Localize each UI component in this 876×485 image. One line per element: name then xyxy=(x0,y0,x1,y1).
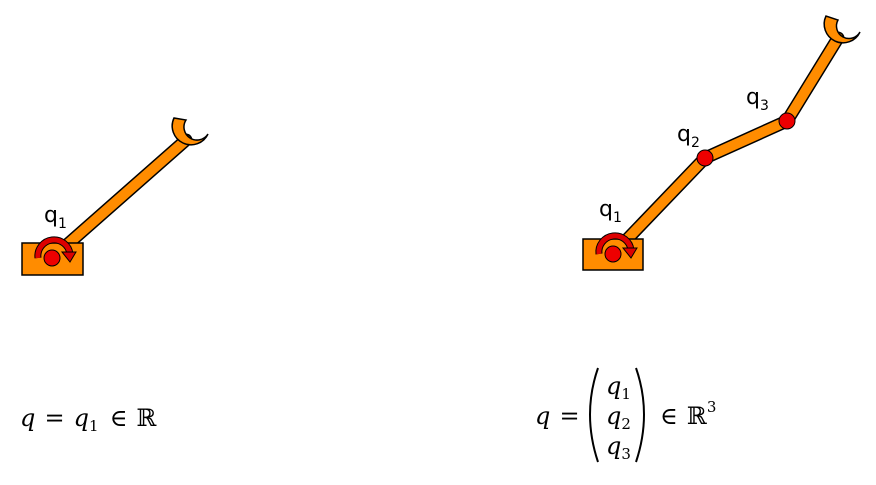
right-eq-vector-entry-1: q1 xyxy=(606,372,631,403)
left-link-1-fill xyxy=(47,135,191,263)
right-joint-label-q3: q3 xyxy=(746,85,769,114)
right-gripper-icon xyxy=(823,15,861,44)
right-eq-set: ℝ xyxy=(687,402,708,430)
right-eq-right-paren xyxy=(635,367,645,463)
right-eq-vector-entry-3: q3 xyxy=(606,432,631,463)
left-robot: q1 xyxy=(21,117,209,276)
right-rotation-arrow-icon xyxy=(596,233,634,255)
right-q3-index: 3 xyxy=(760,98,769,114)
right-q3-base: q xyxy=(746,85,760,110)
left-q1-index: 1 xyxy=(58,216,67,232)
right-q1-index: 1 xyxy=(613,210,622,226)
left-eq-lhs: q xyxy=(20,404,35,432)
left-q1-base: q xyxy=(44,203,58,228)
right-eq-v1-index: 1 xyxy=(621,385,631,403)
left-eq-var: q xyxy=(74,404,89,432)
left-rotation-arrowhead-icon xyxy=(60,251,77,263)
right-eq-v1-var: q xyxy=(606,372,621,400)
right-eq-v3-index: 3 xyxy=(621,445,631,463)
right-eq-equals: = xyxy=(559,402,579,430)
right-link-3 xyxy=(782,33,843,126)
right-robot: q1 q2 q3 xyxy=(582,15,861,271)
left-joint-1 xyxy=(43,249,61,267)
left-equation: q = q1 ∈ ℝ xyxy=(20,404,158,435)
right-eq-set-group: ∈ ℝ3 xyxy=(660,398,716,430)
right-q2-index: 2 xyxy=(691,135,700,151)
right-eq-v2-var: q xyxy=(606,402,621,430)
left-rotation-arrow-fill xyxy=(35,237,73,259)
right-rotation-arrowhead-icon xyxy=(621,247,638,259)
left-eq-set: ℝ xyxy=(137,404,158,432)
right-equation: q = q1 q2 q3 ∈ ℝ3 xyxy=(535,367,716,463)
right-eq-lhs: q xyxy=(535,402,550,430)
right-joint-label-q2: q2 xyxy=(677,122,700,151)
right-joint-label-q1: q1 xyxy=(599,197,622,226)
right-joint-1 xyxy=(604,245,622,263)
right-eq-v3-var: q xyxy=(606,432,621,460)
right-q2-base: q xyxy=(677,122,691,147)
right-eq-vector-entry-2: q2 xyxy=(606,402,631,433)
right-eq-exponent: 3 xyxy=(707,398,717,416)
right-eq-v2-index: 2 xyxy=(621,415,631,433)
left-eq-equals: = xyxy=(44,404,64,432)
right-eq-lhs-group: q = xyxy=(535,402,580,430)
left-equation-text: q = q1 ∈ ℝ xyxy=(20,404,158,435)
right-q1-base: q xyxy=(599,197,613,222)
left-gripper-icon xyxy=(171,117,209,146)
right-joint-3 xyxy=(778,112,796,130)
right-eq-in: ∈ xyxy=(660,402,678,430)
left-joint-label-q1: q1 xyxy=(44,203,67,232)
right-eq-left-paren xyxy=(589,367,599,463)
left-eq-in: ∈ xyxy=(110,404,128,432)
right-link-2 xyxy=(700,116,792,163)
right-joint-2 xyxy=(696,149,714,167)
left-eq-var-index: 1 xyxy=(89,417,99,435)
